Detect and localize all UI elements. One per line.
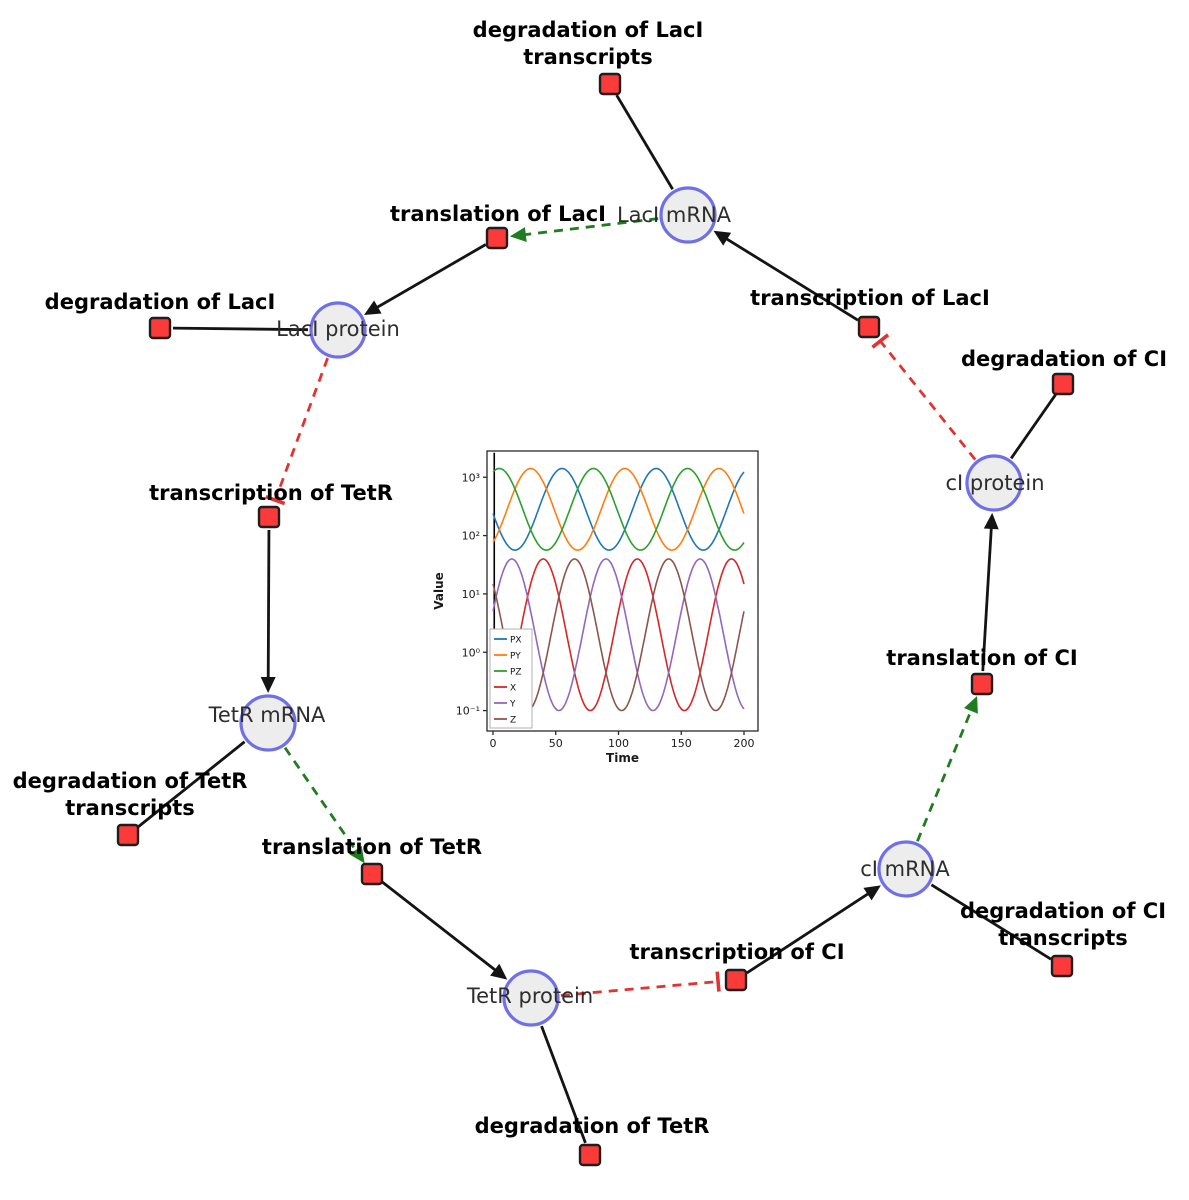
arrowhead	[964, 696, 978, 714]
reaction-label-translation-ci: translation of CI	[886, 646, 1077, 670]
arrowhead	[364, 300, 382, 315]
reaction-label-deg-laci: degradation of LacI	[45, 290, 276, 314]
reaction-label-transcription-ci: transcription of CI	[629, 940, 844, 964]
legend-label-Y: Y	[509, 700, 516, 710]
arrowhead	[983, 512, 999, 530]
species-label-ci-protein: cI protein	[945, 471, 1044, 495]
reaction-label-deg-laci-transcripts: degradation of LacI	[473, 18, 704, 42]
edge-line-ci-protein-to-deg-ci	[1010, 393, 1057, 460]
arrowhead	[490, 963, 508, 980]
x-tick-label: 100	[608, 737, 629, 750]
edge-arrow-translation-ci-to-ci-protein	[981, 512, 999, 672]
x-axis-label: Time	[606, 751, 639, 765]
reaction-label-deg-tetr-transcripts: degradation of TetR	[13, 769, 248, 793]
reaction-label-translation-laci: translation of LacI	[390, 202, 606, 226]
reaction-label-transcription-tetr: transcription of TetR	[149, 481, 393, 505]
reaction-label-translation-tetr: translation of TetR	[262, 835, 482, 859]
edge-line-ci-mrna-to-deg-ci-transcripts	[930, 883, 1052, 961]
legend-label-X: X	[510, 684, 516, 694]
series-line-PY	[492, 467, 745, 551]
edge-inhibit-ci-protein-to-transcription-laci	[871, 333, 977, 461]
species-label-tetr-mrna: TetR mRNA	[208, 703, 326, 727]
reaction-node-translation-laci[interactable]	[485, 226, 509, 250]
series-line-Y	[492, 558, 745, 712]
species-node-laci-mrna[interactable]	[659, 186, 717, 244]
species-label-ci-mrna: cI mRNA	[860, 857, 950, 881]
inhibition-bar	[715, 971, 721, 992]
x-tick-label: 200	[734, 737, 755, 750]
reaction-label-transcription-laci: transcription of LacI	[750, 286, 990, 310]
species-node-ci-protein[interactable]	[965, 454, 1023, 512]
reaction-node-transcription-laci[interactable]	[857, 315, 881, 339]
edge-line-laci-protein-to-deg-laci	[172, 326, 309, 332]
arrowhead	[863, 885, 881, 901]
inhibition-bar	[265, 494, 286, 506]
arrowhead	[713, 230, 732, 246]
edge-arrow-translation-tetr-to-tetr-protein	[381, 880, 508, 980]
x-tick-label: 0	[490, 737, 497, 750]
species-label-laci-mrna: LacI mRNA	[617, 203, 732, 227]
edge-inhibit-tetr-protein-to-transcription-ci	[560, 971, 721, 997]
y-tick-label: 10¹	[462, 588, 480, 601]
reaction-label-deg-ci-transcripts: transcripts	[998, 926, 1128, 950]
reaction-node-translation-ci[interactable]	[970, 672, 994, 696]
edge-arrow-translation-laci-to-laci-protein	[364, 243, 487, 315]
nodes-layer	[116, 72, 1075, 1167]
species-node-ci-mrna[interactable]	[877, 840, 935, 898]
reaction-node-deg-tetr[interactable]	[578, 1143, 602, 1167]
arrowhead	[509, 227, 527, 242]
edge-arrow-transcription-tetr-to-tetr-mrna	[260, 529, 276, 693]
reaction-node-translation-tetr[interactable]	[360, 862, 384, 886]
reaction-node-transcription-tetr[interactable]	[257, 505, 281, 529]
arrowhead	[260, 677, 276, 693]
reaction-node-deg-laci[interactable]	[148, 316, 172, 340]
legend-label-PZ: PZ	[510, 668, 522, 678]
edge-line-laci-mrna-to-deg-laci-transcripts	[615, 94, 674, 190]
reaction-label-deg-tetr-transcripts: transcripts	[65, 796, 195, 820]
edge-inhibit-laci-protein-to-transcription-tetr	[265, 357, 329, 506]
reaction-label-deg-laci-transcripts: transcripts	[523, 45, 653, 69]
legend-label-PY: PY	[510, 652, 521, 662]
edges-layer	[137, 94, 1057, 1144]
y-tick-label: 10²	[462, 530, 480, 543]
species-node-tetr-protein[interactable]	[502, 969, 560, 1027]
chart-legend	[489, 628, 533, 729]
reaction-node-deg-ci-transcripts[interactable]	[1050, 954, 1074, 978]
edge-arrow-transcription-laci-to-laci-mrna	[713, 230, 859, 322]
y-tick-label: 10⁰	[462, 646, 481, 659]
y-tick-label: 10⁻¹	[456, 705, 480, 718]
reaction-label-deg-ci-transcripts: degradation of CI	[960, 899, 1166, 923]
reaction-node-deg-laci-transcripts[interactable]	[598, 72, 622, 96]
edge-line-tetr-mrna-to-deg-tetr-transcripts	[137, 740, 246, 828]
inhibition-bar	[871, 333, 890, 349]
arrowhead	[349, 845, 365, 864]
reaction-node-transcription-ci[interactable]	[724, 968, 748, 992]
series-line-PX	[492, 467, 745, 551]
series-line-PZ	[492, 467, 745, 551]
species-label-tetr-protein: TetR protein	[466, 984, 593, 1008]
reaction-label-deg-ci: degradation of CI	[961, 347, 1167, 371]
species-label-laci-protein: LacI protein	[276, 317, 400, 341]
reaction-node-deg-ci[interactable]	[1051, 372, 1075, 396]
series-line-X	[492, 558, 745, 712]
labels-layer: degradation of LacI transcripts translatio…	[13, 18, 1167, 1138]
species-node-tetr-mrna[interactable]	[239, 694, 297, 752]
series-line-Z	[492, 558, 745, 712]
legend-label-PX: PX	[510, 636, 522, 646]
edge-line-tetr-protein-to-deg-tetr	[540, 1025, 587, 1144]
edge-arrow-transcription-ci-to-ci-mrna	[746, 885, 881, 975]
y-axis-label: Value	[432, 572, 446, 610]
reaction-label-deg-tetr: degradation of TetR	[475, 1114, 710, 1138]
reaction-node-deg-tetr-transcripts[interactable]	[116, 823, 140, 847]
edge-modifier-ci-mrna-to-translation-ci	[916, 696, 978, 842]
edge-modifier-tetr-mrna-to-translation-tetr	[283, 746, 365, 864]
x-tick-label: 50	[549, 737, 563, 750]
y-tick-label: 10³	[462, 471, 480, 484]
legend-label-Z: Z	[510, 716, 516, 726]
edge-modifier-laci-mrna-to-translation-laci	[509, 217, 659, 242]
species-node-laci-protein[interactable]	[309, 301, 367, 359]
x-tick-label: 150	[671, 737, 692, 750]
